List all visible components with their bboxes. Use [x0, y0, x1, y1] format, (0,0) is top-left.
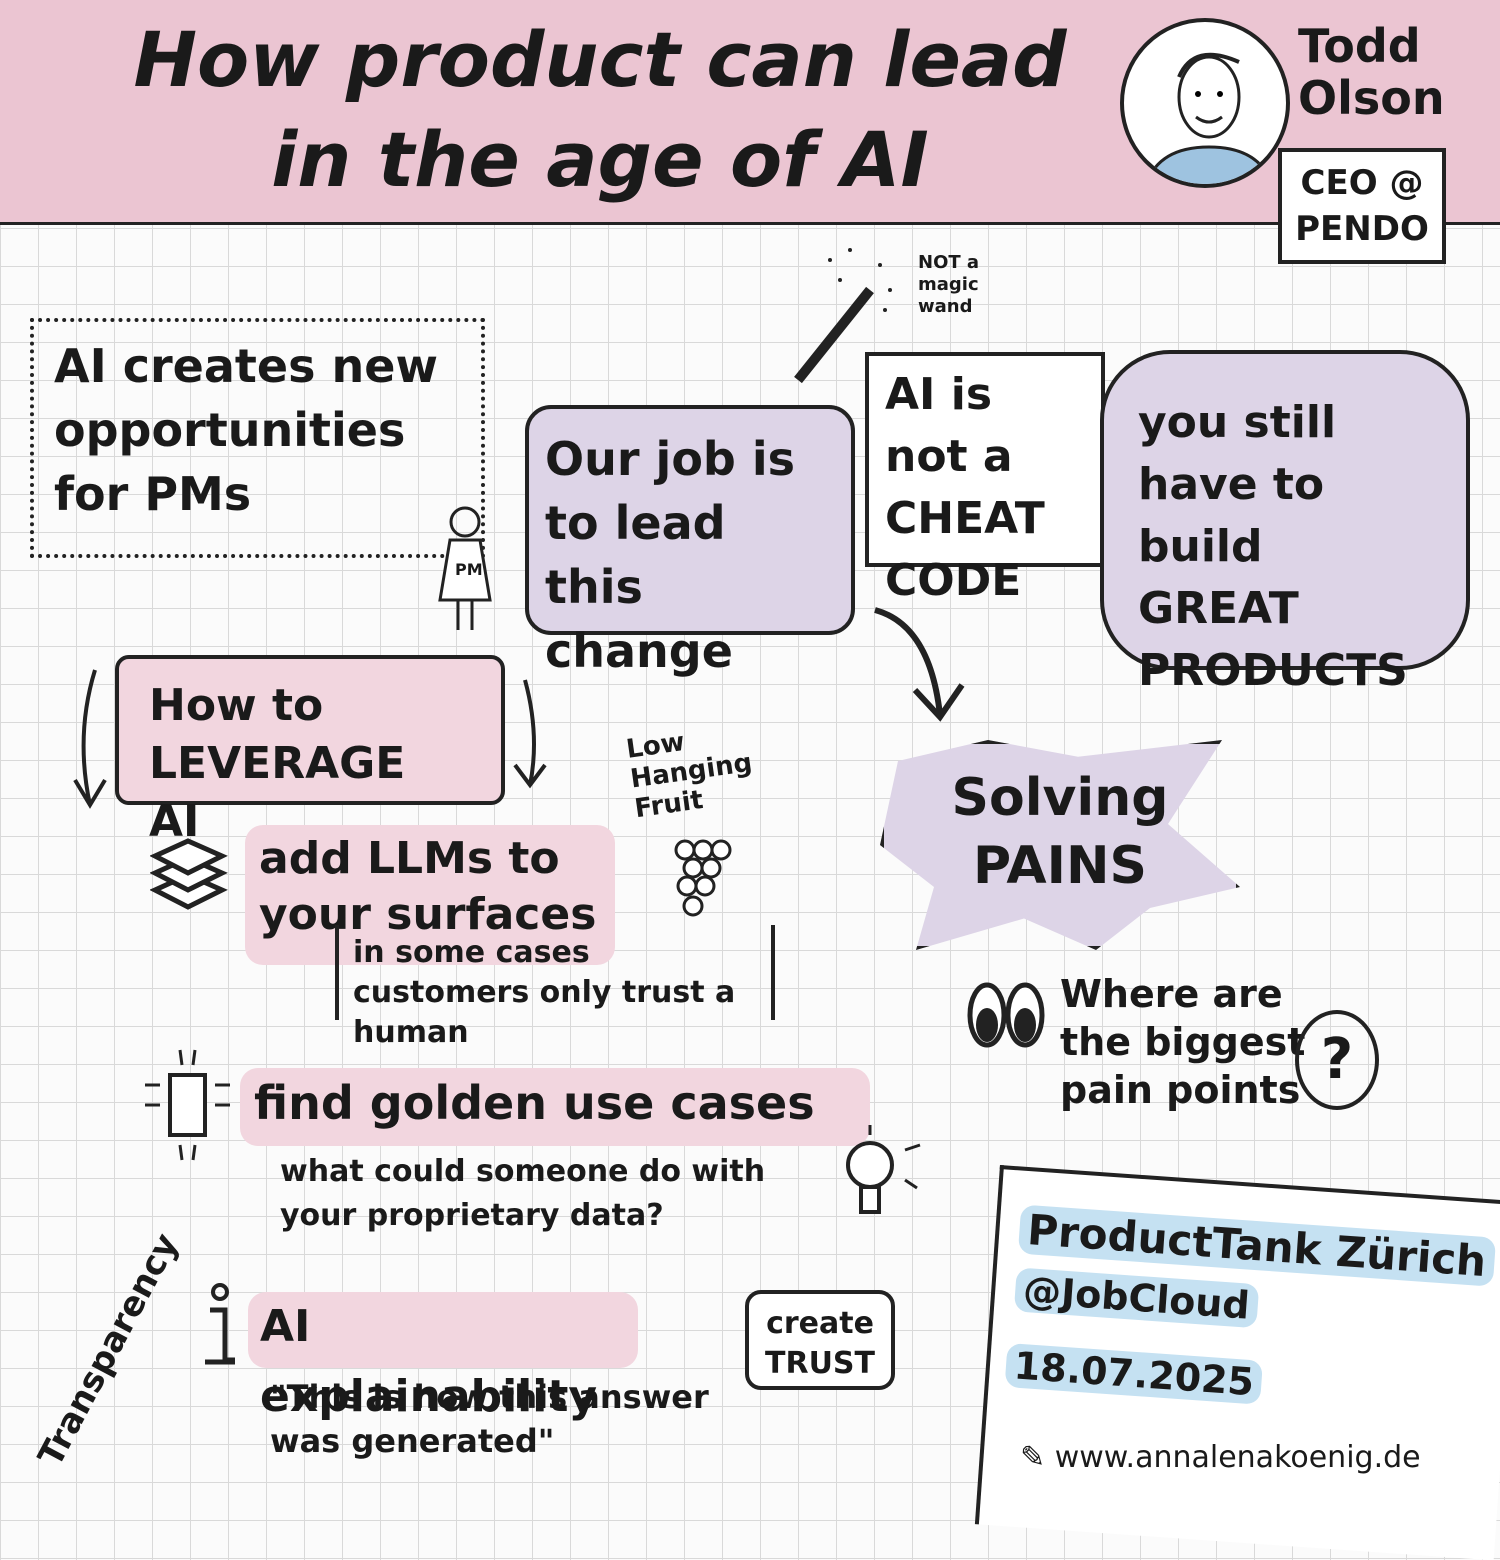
pm-label: PM [455, 560, 483, 579]
question-mark-icon: ? [1295, 1010, 1379, 1110]
solving-pains-burst: Solving PAINS [880, 740, 1240, 950]
create-trust-bubble: create TRUST [745, 1290, 895, 1390]
credit-url[interactable]: www.annalenakoenig.de [1054, 1440, 1421, 1475]
pain-points-question: Where are the biggest pain points [1060, 972, 1306, 1112]
arrow-down-right-icon [513, 679, 547, 789]
low-hanging-fruit-label: Low Hanging Fruit [624, 727, 755, 825]
opportunities-box: AI creates new opportunities for PMs [30, 318, 485, 558]
phone-icon [145, 1049, 230, 1161]
great-products-cloud: you still have to build GREAT PRODUCTS [1100, 350, 1470, 696]
credit: ✎ www.annalenakoenig.de [1020, 1440, 1421, 1475]
arrow-down-icon [874, 607, 965, 722]
person-portrait-icon [1144, 52, 1274, 184]
speaker-name: Todd Olson [1298, 19, 1445, 125]
golden-use-cases: find golden use cases [240, 1068, 870, 1146]
human-trust-note: in some cases customers only trust a hum… [335, 925, 775, 1050]
eyes-icon [967, 982, 1045, 1048]
speaker-avatar [1120, 18, 1290, 188]
explainability-quote: "This is how this answer was generated" [270, 1378, 709, 1460]
lightbulb-icon [846, 1125, 921, 1214]
event-card: ProductTank Zürich @JobCloud 18.07.2025 [974, 1165, 1500, 1560]
lead-speech-bubble: Our job is to lead this change [525, 405, 855, 678]
cheat-code-box: AI is not a CHEAT CODE [865, 352, 1105, 606]
speaker-role: CEO @ PENDO [1278, 148, 1446, 264]
proprietary-data-question: what could someone do with your propriet… [280, 1154, 766, 1233]
leverage-banner: How to LEVERAGE AI [115, 655, 505, 847]
page-title: How product can lead in the age of AI [133, 15, 1067, 204]
add-llms-text: add LLMs to your surfaces [245, 825, 615, 965]
transparency-label: Transparency [30, 1227, 187, 1473]
ai-explainability: AI explainability [248, 1292, 638, 1422]
event-host: @JobCloud [1013, 1267, 1260, 1329]
layers-icon [150, 838, 228, 910]
pencil-icon: ✎ [1020, 1440, 1046, 1475]
solving-pains-text: Solving PAINS [951, 768, 1169, 896]
pm-figure-icon [438, 506, 492, 630]
arrow-down-left-icon [73, 669, 107, 809]
magic-wand-icon [794, 248, 892, 384]
info-icon [205, 1283, 235, 1365]
magic-wand-note: NOT a magic wand [918, 252, 980, 317]
grapes-icon [674, 839, 732, 917]
event-date: 18.07.2025 [1004, 1342, 1264, 1405]
